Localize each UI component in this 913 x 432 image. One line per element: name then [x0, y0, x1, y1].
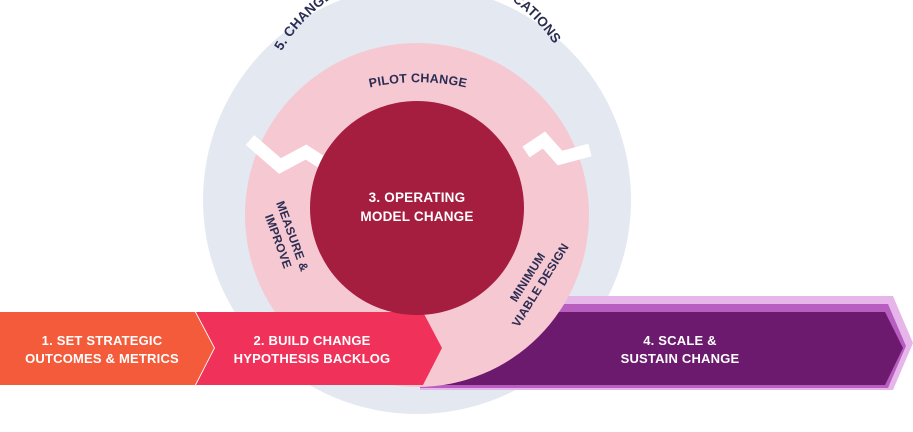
step1-line2: OUTCOMES & METRICS	[25, 351, 179, 366]
step4-line1: 4. SCALE &	[643, 333, 717, 348]
step1-line1: 1. SET STRATEGIC	[42, 333, 163, 348]
step2-line2: HYPOTHESIS BACKLOG	[234, 351, 391, 366]
step1-arrow	[0, 312, 214, 385]
center-line1: 3. OPERATING	[369, 190, 466, 205]
inner-circle	[310, 101, 524, 315]
right-ring-cut	[522, 131, 592, 166]
center-line2: MODEL CHANGE	[360, 209, 473, 224]
left-ring-cut	[245, 135, 330, 174]
step2-line1: 2. BUILD CHANGE	[253, 333, 370, 348]
pilot-change-label: PILOT CHANGE	[368, 71, 469, 90]
step4-line2: SUSTAIN CHANGE	[621, 351, 740, 366]
step2-arrow	[196, 312, 442, 385]
